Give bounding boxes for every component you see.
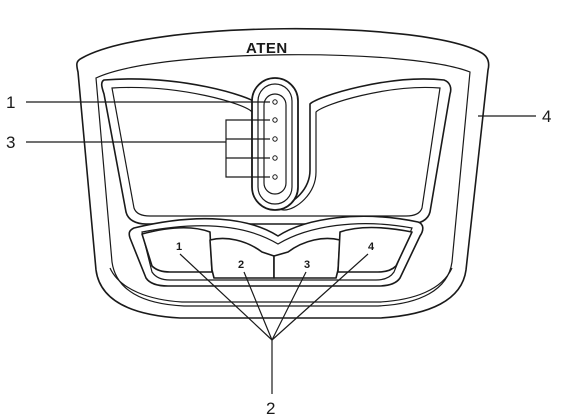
housing-bevel xyxy=(95,54,471,307)
port-button-1-label: 1 xyxy=(176,241,182,253)
led-indicator xyxy=(272,155,278,161)
led-indicator xyxy=(272,174,278,180)
housing-bottom-lip xyxy=(109,267,453,303)
port-button-2[interactable] xyxy=(209,237,275,279)
led-indicator xyxy=(272,117,278,123)
callout-3-bracket xyxy=(225,119,270,178)
led-indicator xyxy=(272,99,278,105)
port-button-4[interactable] xyxy=(337,226,413,273)
port-button-2-label: 2 xyxy=(238,259,244,271)
port-button-4-label: 4 xyxy=(368,241,375,253)
port-button-3-label: 3 xyxy=(304,259,310,271)
callout-2-leader xyxy=(243,271,273,341)
led-pod-outer xyxy=(251,77,299,211)
callout-4-label: 4 xyxy=(542,107,551,126)
brand-logo: ATEN xyxy=(246,40,288,57)
callout-2-leader xyxy=(271,271,307,341)
led-indicator xyxy=(272,136,278,142)
callout-2-leader xyxy=(271,253,369,341)
button-bar-inner xyxy=(141,223,413,281)
top-panel-inner xyxy=(111,86,441,217)
callout-2-label: 2 xyxy=(266,399,275,418)
led-pod-window xyxy=(263,93,287,195)
led-pod-inner xyxy=(257,83,293,205)
callout-2-leader xyxy=(179,253,273,341)
callout-3-label: 3 xyxy=(6,133,15,152)
port-button-3[interactable] xyxy=(273,237,341,279)
svg-text:ATEN: ATEN xyxy=(246,40,288,57)
callout-1-label: 1 xyxy=(6,93,15,112)
